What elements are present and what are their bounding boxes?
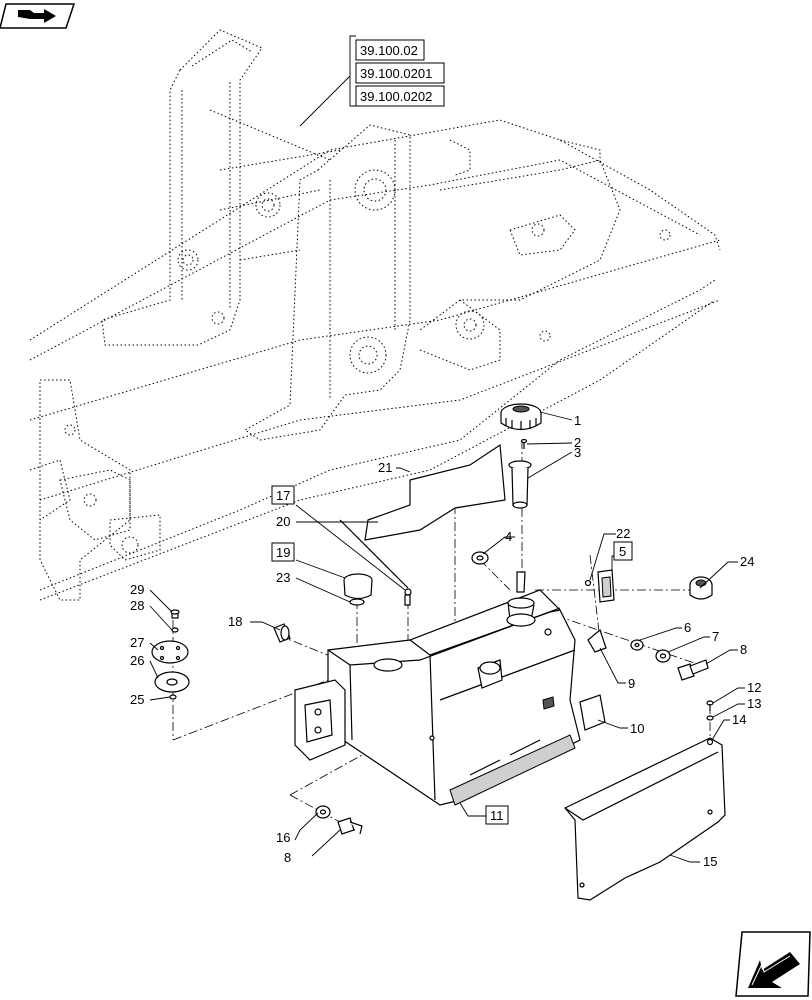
washer-6[interactable] xyxy=(630,639,644,651)
filler-cap[interactable] xyxy=(500,403,542,431)
callout-1: 1 xyxy=(574,413,581,428)
fuel-tank[interactable] xyxy=(294,571,581,806)
callout-7: 7 xyxy=(712,629,719,644)
reference-text-2: 39.100.0201 xyxy=(360,66,432,81)
boxed-callout-11[interactable]: 11 xyxy=(485,805,509,825)
callout-21: 21 xyxy=(378,460,392,475)
bolt-8-bottom[interactable] xyxy=(337,817,363,835)
reference-group: 39.100.02 39.100.0201 39.100.0202 xyxy=(299,35,445,127)
washer-16[interactable] xyxy=(315,805,331,819)
reference-box-2[interactable]: 39.100.0201 xyxy=(355,62,445,84)
callout-3: 3 xyxy=(574,445,581,460)
washer-7[interactable] xyxy=(655,649,671,663)
callout-6: 6 xyxy=(684,620,691,635)
callout-15: 15 xyxy=(703,854,717,869)
reference-text-3: 39.100.0202 xyxy=(360,89,432,104)
callout-16: 16 xyxy=(276,830,290,845)
level-rod[interactable] xyxy=(339,519,412,606)
callout-27: 27 xyxy=(130,635,144,650)
boxed-callout-5[interactable]: 5 xyxy=(613,541,633,561)
callout-2: 2 xyxy=(574,435,581,450)
callout-24: 24 xyxy=(740,554,754,569)
callout-11: 11 xyxy=(490,808,504,823)
reference-text-1: 39.100.02 xyxy=(360,43,418,58)
cover-plate[interactable] xyxy=(564,737,726,901)
bolt-8-right[interactable] xyxy=(677,659,709,681)
reference-box-3[interactable]: 39.100.0202 xyxy=(355,85,445,107)
boxed-callout-19[interactable]: 19 xyxy=(271,542,295,562)
book-arrow-icon[interactable] xyxy=(0,3,76,29)
callout-18: 18 xyxy=(228,614,242,629)
sender-flange-stack[interactable] xyxy=(151,609,190,700)
callout-23: 23 xyxy=(276,570,290,585)
callout-13: 13 xyxy=(747,696,761,711)
leader-lines xyxy=(149,411,745,863)
strainer-tube[interactable] xyxy=(508,460,532,509)
gasket-sheet[interactable] xyxy=(364,443,506,541)
boxed-callout-17[interactable]: 17 xyxy=(271,485,295,505)
callout-22: 22 xyxy=(616,526,630,541)
callout-20: 20 xyxy=(276,514,290,529)
callout-9: 9 xyxy=(628,676,635,691)
callout-5: 5 xyxy=(619,544,626,559)
washer-4[interactable] xyxy=(471,551,489,565)
callout-12: 12 xyxy=(747,680,761,695)
drain-plug[interactable] xyxy=(273,623,291,643)
callout-14: 14 xyxy=(732,712,746,727)
reference-box-1[interactable]: 39.100.02 xyxy=(355,39,425,61)
callout-19: 19 xyxy=(276,545,290,560)
callout-29: 29 xyxy=(130,582,144,597)
next-page-arrow-icon[interactable] xyxy=(735,931,811,997)
clip-9[interactable] xyxy=(587,628,607,653)
screw-2[interactable] xyxy=(520,438,528,450)
callout-25: 25 xyxy=(130,692,144,707)
screw-12[interactable] xyxy=(706,700,714,711)
sight-gauge[interactable] xyxy=(584,569,615,603)
label-plate-10[interactable] xyxy=(579,694,606,731)
callout-26: 26 xyxy=(130,653,144,668)
callout-10: 10 xyxy=(630,721,644,736)
callout-labels: 1 2 3 4 6 7 8 8 9 10 12 13 14 15 16 18 2… xyxy=(130,413,761,869)
callout-4: 4 xyxy=(505,529,512,544)
callout-8-right: 8 xyxy=(740,642,747,657)
callout-28: 28 xyxy=(130,598,144,613)
callout-8-bottom: 8 xyxy=(284,850,291,865)
callout-17: 17 xyxy=(276,488,290,503)
machine-frame-phantom xyxy=(29,29,721,601)
washer-13[interactable] xyxy=(706,715,714,721)
sender-cap[interactable] xyxy=(343,573,373,606)
reference-leader xyxy=(299,75,351,127)
breather-plug[interactable] xyxy=(689,576,713,600)
